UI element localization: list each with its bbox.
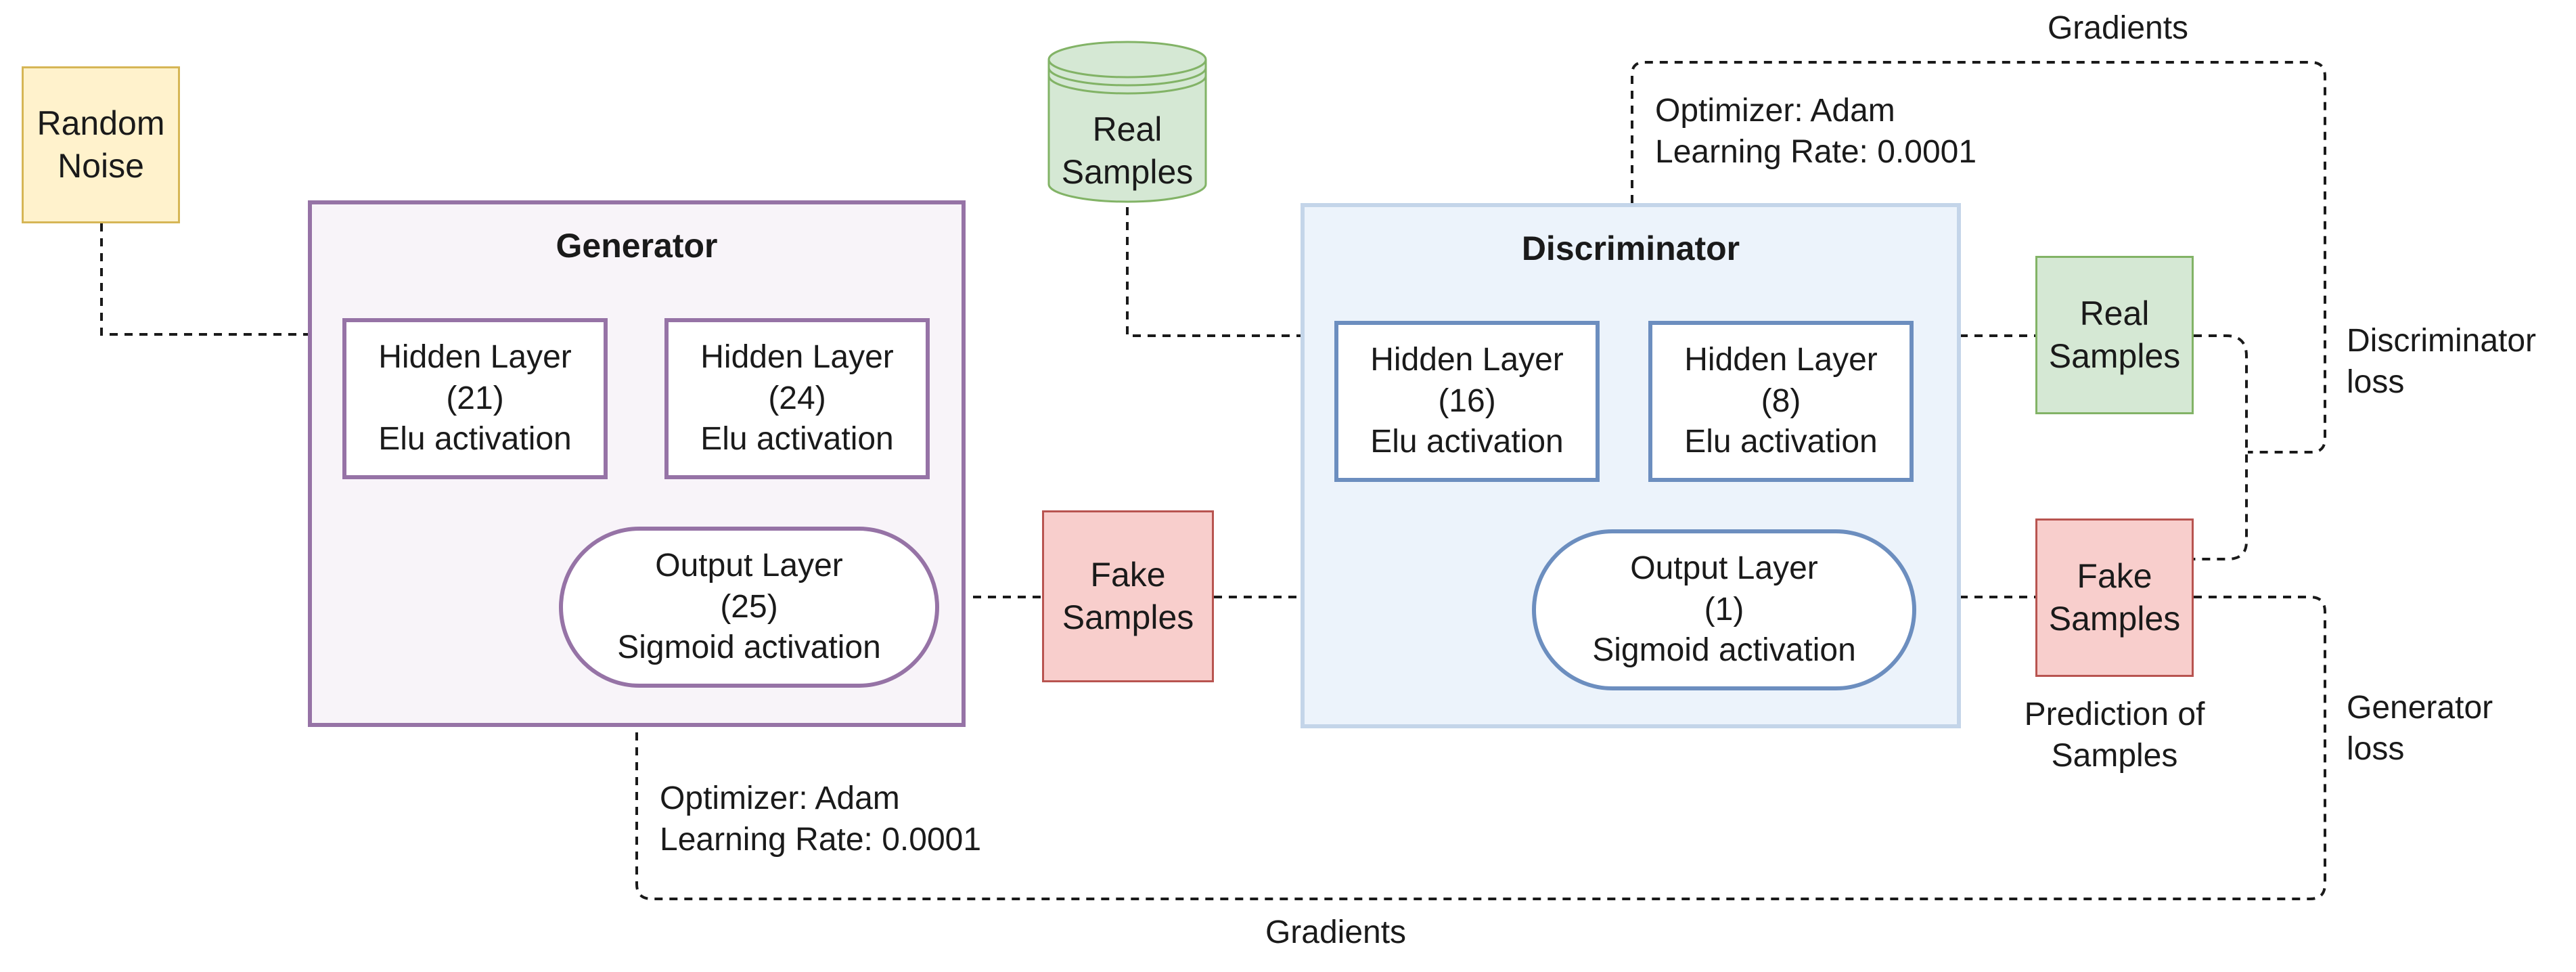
disc-output-activation: Sigmoid activation [1592, 632, 1856, 669]
gen-output-activation: Sigmoid activation [617, 629, 881, 666]
disc-output-name: Output Layer [1630, 550, 1818, 586]
generator-hidden-layer-1: Hidden Layer (21) Elu activation [342, 318, 608, 479]
real-samples-db-label: Real Samples [1056, 102, 1199, 200]
generator-loss-line2: loss [2347, 730, 2405, 767]
disc-output-units: (1) [1704, 591, 1744, 627]
disc-hidden2-units: (8) [1761, 382, 1801, 419]
generator-title: Generator [556, 227, 718, 265]
prediction-caption-line1: Prediction of [2024, 697, 2205, 732]
gen-output-name: Output Layer [655, 547, 843, 583]
discriminator-hidden-layer-1: Hidden Layer (16) Elu activation [1334, 321, 1600, 482]
real-samples-db-line1: Real [1092, 110, 1162, 148]
prediction-caption-line2: Samples [2051, 737, 2178, 774]
disc-hidden1-units: (16) [1438, 382, 1496, 419]
connector-gradients-top-loop [1631, 61, 2326, 454]
discriminator-loss-label: Discriminator loss [2347, 321, 2536, 403]
gen-hidden1-name: Hidden Layer [378, 338, 572, 375]
generator-optimizer-label: Optimizer: Adam Learning Rate: 0.0001 [660, 778, 981, 861]
connector-noise-to-generator [100, 223, 310, 336]
discriminator-loss-line2: loss [2347, 363, 2405, 400]
discriminator-optimizer-label: Optimizer: Adam Learning Rate: 0.0001 [1655, 91, 1976, 173]
fake-samples-box: Fake Samples [1042, 510, 1214, 682]
gen-optimizer: Optimizer: Adam [660, 780, 900, 816]
disc-optimizer: Optimizer: Adam [1655, 93, 1895, 129]
generator-output-layer: Output Layer (25) Sigmoid activation [559, 527, 939, 688]
gen-hidden2-name: Hidden Layer [700, 338, 894, 375]
disc-hidden2-activation: Elu activation [1684, 424, 1878, 460]
discriminator-title: Discriminator [1521, 229, 1740, 267]
prediction-real-line2: Samples [2048, 337, 2181, 375]
random-noise-label-line1: Random [37, 104, 165, 142]
real-samples-db-line2: Samples [1061, 153, 1194, 191]
gen-hidden1-units: (21) [446, 380, 504, 416]
discriminator-hidden-layer-2: Hidden Layer (8) Elu activation [1648, 321, 1914, 482]
gradients-bottom-label: Gradients [1265, 914, 1407, 950]
fake-samples-line2: Samples [1062, 598, 1194, 636]
gen-hidden2-activation: Elu activation [700, 421, 894, 458]
discriminator-output-layer: Output Layer (1) Sigmoid activation [1532, 529, 1916, 690]
prediction-fake-samples-box: Fake Samples [2035, 518, 2194, 677]
random-noise-box: Random Noise [22, 66, 180, 223]
prediction-real-samples-box: Real Samples [2035, 256, 2194, 414]
gradients-top-label: Gradients [2047, 10, 2189, 46]
random-noise-label-line2: Noise [58, 147, 144, 185]
prediction-fake-line1: Fake [2077, 556, 2152, 595]
gen-hidden1-activation: Elu activation [378, 421, 572, 458]
discriminator-loss-line1: Discriminator [2347, 323, 2537, 359]
prediction-real-line1: Real [2079, 294, 2150, 332]
connector-gradients-bottom-loop [635, 596, 2326, 900]
disc-hidden1-name: Hidden Layer [1370, 341, 1564, 378]
gen-learning-rate: Learning Rate: 0.0001 [660, 821, 982, 858]
fake-samples-line1: Fake [1090, 555, 1166, 594]
generator-hidden-layer-2: Hidden Layer (24) Elu activation [664, 318, 930, 479]
connector-discriminator-loss-loop [2194, 334, 2248, 560]
database-cylinder [1047, 41, 1207, 203]
generator-loss-line1: Generator [2347, 690, 2493, 726]
gen-hidden2-units: (24) [768, 380, 826, 416]
disc-hidden2-name: Hidden Layer [1684, 341, 1878, 378]
generator-loss-label: Generator loss [2347, 688, 2493, 770]
gen-output-units: (25) [720, 588, 778, 625]
disc-learning-rate: Learning Rate: 0.0001 [1655, 133, 1977, 170]
disc-hidden1-activation: Elu activation [1370, 424, 1564, 460]
connector-real-db-discriminator [1126, 207, 1302, 337]
prediction-caption: Prediction of Samples [1979, 694, 2250, 777]
prediction-fake-line2: Samples [2048, 600, 2181, 638]
